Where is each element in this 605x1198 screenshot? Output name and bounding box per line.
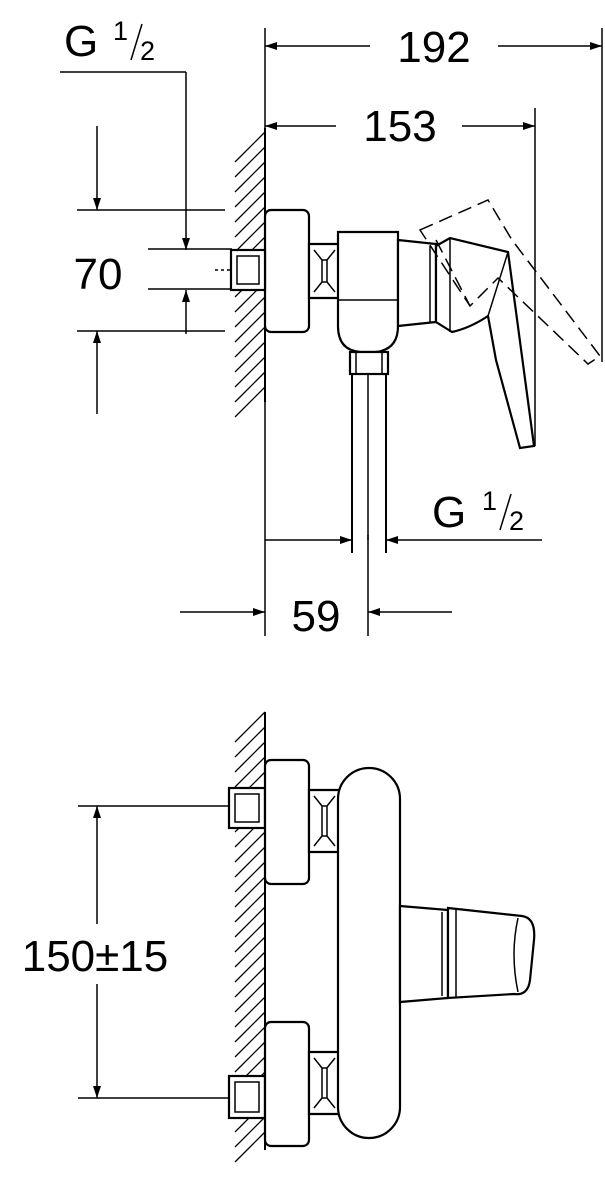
- wall-hatch-line: [234, 206, 266, 238]
- outlet-connector: [348, 350, 390, 376]
- dimension-59: 59: [180, 592, 452, 641]
- inlet-thread-letter: G: [64, 17, 98, 66]
- wall-hatch-line: [234, 906, 266, 938]
- dimension-153: 153: [265, 102, 535, 151]
- inlet-thread-callout: G 1 2: [60, 16, 190, 334]
- wall-hatch-line: [234, 936, 266, 968]
- mixer-side-profile: [215, 199, 602, 553]
- lever-front-handle: [446, 906, 536, 1000]
- cartridge-front: [398, 904, 450, 1004]
- outlet-thread-callout: G 1 2: [265, 486, 542, 544]
- lower-flange: [263, 1020, 311, 1148]
- lever-open-position: [418, 199, 602, 365]
- wall-hatch-line: [234, 356, 266, 388]
- wall-hatch-line: [234, 296, 266, 328]
- upper-hex-nut: [307, 788, 342, 854]
- dimension-153-label: 153: [363, 102, 436, 151]
- wall-hatch-line: [234, 326, 266, 358]
- outlet-thread-numerator: 1: [482, 486, 497, 516]
- wall-flange: [263, 208, 311, 334]
- wall-hatch-line: [234, 386, 266, 418]
- outlet-thread-denominator: 2: [509, 506, 524, 536]
- dimension-192-label: 192: [397, 23, 470, 72]
- wall-hatch-line: [234, 891, 266, 923]
- lever-front: [398, 904, 536, 1004]
- wall-hatch-line: [234, 981, 266, 1013]
- wall-hatch-line: [234, 726, 266, 758]
- wall-hatch-line: [234, 371, 266, 403]
- side-view: 192 153 G 1 2 70: [60, 16, 603, 641]
- wall-hatch-line: [234, 876, 266, 908]
- wall-hatch-line: [234, 711, 266, 743]
- wall-hatch-line: [234, 846, 266, 878]
- dimension-59-label: 59: [292, 592, 341, 641]
- wall-hatch-line: [234, 1131, 266, 1163]
- dimension-192: 192: [265, 23, 602, 72]
- mixer-body-side: [336, 230, 400, 354]
- wall-hatch-line: [234, 921, 266, 953]
- wall-front: [234, 711, 266, 1163]
- outlet-thread-fraction-bar: [499, 493, 512, 531]
- hex-nut-side: [307, 242, 342, 300]
- lower-hex-nut: [307, 1050, 342, 1116]
- mixer-body-front: [336, 766, 402, 1140]
- dimension-150: 150±15: [22, 805, 232, 1099]
- wall-hatch-line: [234, 221, 266, 253]
- wall-hatch-line: [234, 341, 266, 373]
- wall-hatch-line: [234, 741, 266, 773]
- wall-hatch-line: [234, 1011, 266, 1043]
- outlet-thread-letter: G: [432, 488, 466, 537]
- upper-inlet-assembly: [227, 758, 342, 886]
- wall-hatch-line: [234, 1041, 266, 1073]
- wall-hatch-line: [234, 1026, 266, 1058]
- wall-hatch-line: [234, 176, 266, 208]
- inlet-thread-fraction-bar: [130, 23, 143, 61]
- inlet-thread-denominator: 2: [140, 36, 155, 66]
- wall-hatch-line: [234, 831, 266, 863]
- inlet-thread-numerator: 1: [113, 16, 128, 46]
- wall-hatch-line: [234, 996, 266, 1028]
- wall-hatch-line: [234, 966, 266, 998]
- wall-hatch-line: [234, 191, 266, 223]
- wall-hatch-line: [234, 161, 266, 193]
- dimension-150-label: 150±15: [22, 932, 169, 981]
- front-view: 150±15: [22, 711, 536, 1163]
- wall-hatch-line: [234, 146, 266, 178]
- inlet-nipple-inner: [236, 255, 260, 285]
- lower-inlet-assembly: [227, 1020, 342, 1148]
- upper-flange: [263, 758, 311, 886]
- wall-hatch-line: [234, 756, 266, 788]
- wall-hatch-line: [234, 1116, 266, 1148]
- wall-hatch-line: [234, 311, 266, 343]
- dimension-70: 70: [74, 126, 232, 414]
- dimension-70-label: 70: [74, 250, 123, 299]
- wall-hatch-line: [234, 951, 266, 983]
- wall-hatch-line: [234, 131, 266, 163]
- wall-hatch-line: [234, 861, 266, 893]
